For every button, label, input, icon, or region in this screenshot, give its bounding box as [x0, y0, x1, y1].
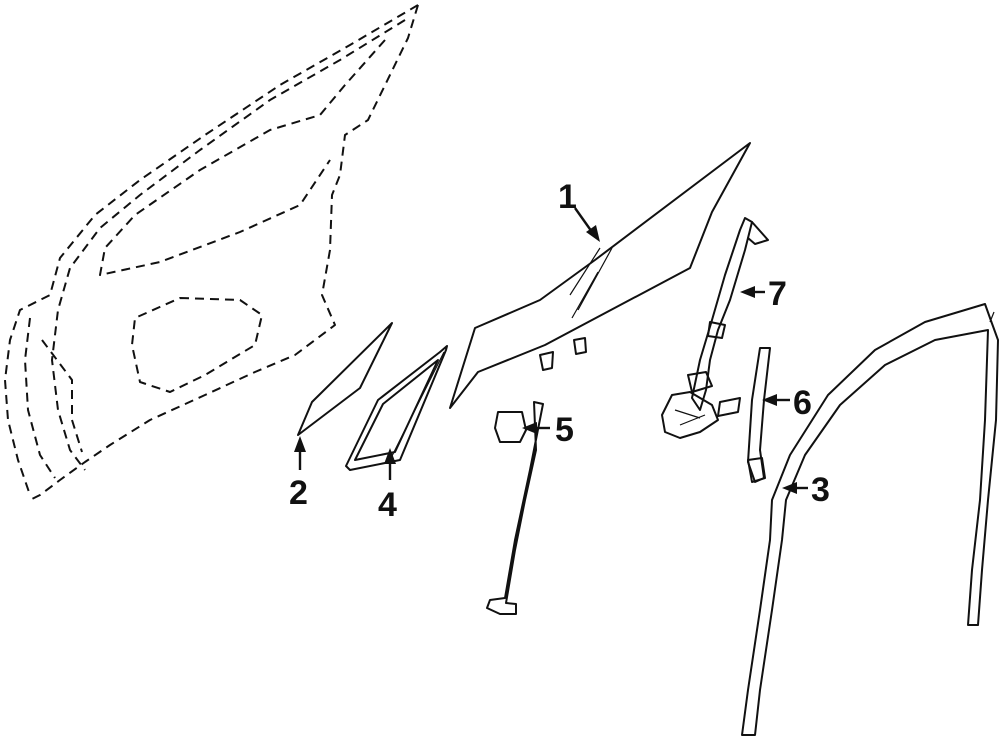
callout-2: 2	[289, 474, 308, 512]
callout-6: 6	[793, 384, 812, 422]
leader-1	[574, 207, 593, 233]
callout-7: 7	[768, 275, 787, 313]
callout-5: 5	[555, 411, 574, 449]
part-6-rear-channel	[747, 347, 771, 483]
arrow-2	[294, 436, 306, 452]
arrow-1	[586, 225, 600, 242]
part-7-window-regulator	[661, 217, 769, 439]
arrow-5	[522, 422, 537, 434]
arrow-4	[384, 448, 396, 464]
arrow-7	[740, 286, 755, 298]
callout-1: 1	[558, 178, 577, 216]
part-2-quarter-glass	[297, 322, 393, 436]
door-shell-outline	[4, 4, 419, 501]
callout-3: 3	[811, 471, 830, 509]
arrow-6	[762, 394, 777, 406]
part-5-run-channel	[486, 401, 544, 615]
callout-labels: 1 2 3 4 5 6 7	[289, 178, 830, 524]
leader-lines	[294, 207, 808, 494]
part-3-weatherstrip	[741, 303, 999, 736]
part-4-vent-glass-frame	[345, 345, 448, 471]
callout-4: 4	[378, 486, 397, 524]
arrow-3	[782, 482, 797, 494]
part-1-door-glass	[449, 142, 751, 409]
